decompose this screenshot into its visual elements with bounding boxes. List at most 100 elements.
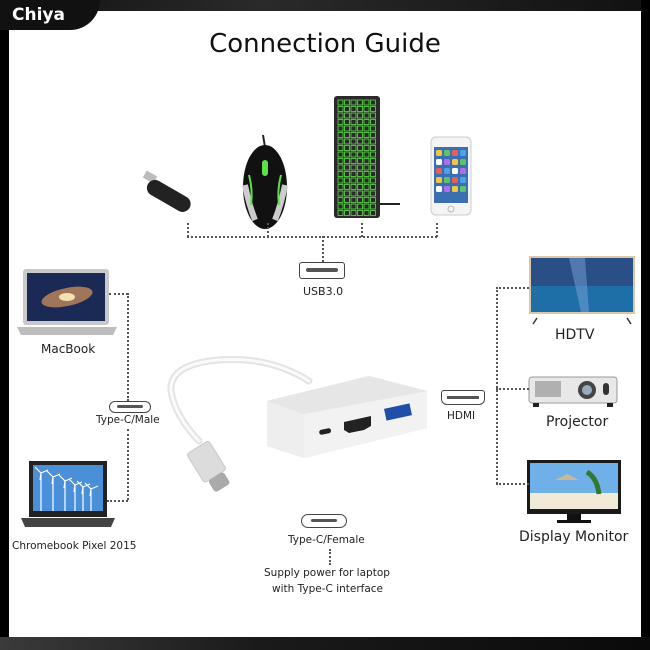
keyboard-key [350, 145, 357, 151]
app-icon [452, 150, 458, 156]
keyboard-key [370, 190, 376, 197]
keyboard-key [370, 158, 376, 164]
keyboard-key [363, 190, 370, 197]
right-link-v [496, 287, 498, 484]
app-icon [444, 186, 450, 192]
keyboard-key [344, 119, 350, 125]
keyboard-key [344, 125, 350, 132]
keyboard-key [370, 210, 376, 216]
projector-label: Projector [546, 414, 609, 430]
keyboard-key [350, 119, 357, 125]
keyboard-key [363, 125, 370, 132]
keyboard-key [370, 112, 376, 119]
keyboard-key [370, 177, 376, 184]
wind-turbine [76, 480, 91, 511]
frame-top [0, 0, 650, 11]
usb-port-label: USB3.0 [303, 285, 344, 298]
usb-bus-line [187, 236, 437, 238]
keyboard-key [363, 203, 370, 210]
keyboard-key [350, 197, 357, 203]
app-icon [444, 177, 450, 183]
keyboard-key [337, 112, 344, 119]
keyboard-key [350, 210, 357, 216]
page-title: Connection Guide [209, 29, 441, 59]
keyboard-key [363, 158, 370, 164]
app-icon [436, 177, 442, 183]
projector-icon [528, 376, 618, 407]
frame-left [0, 0, 9, 650]
keyboard-key [344, 203, 350, 210]
keyboard-key [344, 145, 350, 151]
keyboard-key [370, 197, 376, 203]
keyboard-key [350, 151, 357, 158]
frame-bottom [0, 637, 650, 650]
keyboard-key [363, 119, 370, 125]
keyboard-key [370, 106, 376, 112]
app-icon [452, 168, 458, 174]
keyboard-key [350, 112, 357, 119]
keyboard-key [357, 145, 363, 151]
keyboard-key [357, 164, 363, 171]
keyboard-key [350, 177, 357, 184]
app-icon [460, 186, 466, 192]
keyboard-key [357, 106, 363, 112]
usb-drop-flash [187, 223, 189, 237]
monitor-link-h [496, 483, 529, 485]
wind-turbine [34, 466, 49, 511]
hdmi-port-icon [441, 390, 485, 405]
keyboard-key [344, 184, 350, 190]
app-icon [444, 159, 450, 165]
keyboard-key [363, 210, 370, 216]
keyboard-key [357, 119, 363, 125]
type-c-female-label: Type-C/Female [288, 534, 365, 546]
keyboard-key [344, 210, 350, 216]
chromebook-link-h [107, 500, 128, 502]
keyboard-key [337, 99, 344, 106]
power-note-line2: with Type-C interface [272, 583, 384, 595]
keyboard-key [337, 119, 344, 125]
keyboard-key [363, 138, 370, 145]
app-icon [460, 150, 466, 156]
keyboard-key [337, 203, 344, 210]
keyboard-key [370, 99, 376, 106]
keyboard-key [363, 151, 370, 158]
left-link-v-top [127, 293, 129, 401]
keyboard-key [337, 190, 344, 197]
keyboard-key [350, 164, 357, 171]
keyboard-key [357, 203, 363, 210]
macbook-label: MacBook [41, 342, 96, 356]
keyboard-key [337, 177, 344, 184]
app-icon [436, 159, 442, 165]
gaming-mouse-icon [242, 134, 288, 229]
keyboard-key [357, 197, 363, 203]
keyboard-key [357, 158, 363, 164]
app-icon [436, 186, 442, 192]
keyboard-key [344, 106, 350, 112]
usb-flash-drive-icon [142, 170, 191, 212]
usb-drop-keyboard [361, 223, 363, 237]
keyboard-key [337, 132, 344, 138]
keyboard-key [357, 99, 363, 106]
keyboard-key [370, 171, 376, 177]
app-icon [444, 168, 450, 174]
left-link-v-bottom [127, 429, 129, 500]
keyboard-key [344, 112, 350, 119]
frame-right [641, 0, 650, 650]
keyboard-key [337, 138, 344, 145]
keyboard-key [357, 177, 363, 184]
keyboard-key [350, 138, 357, 145]
keyboard-key [370, 138, 376, 145]
app-icon [444, 150, 450, 156]
keyboard-key [344, 99, 350, 106]
keyboard-key [370, 125, 376, 132]
keyboard-key [344, 151, 350, 158]
keyboard-key [350, 158, 357, 164]
wind-turbine [46, 470, 61, 511]
app-icon [460, 177, 466, 183]
backlit-keyboard-icon [334, 96, 400, 218]
type-c-male-port-icon [109, 401, 151, 413]
keyboard-key [337, 158, 344, 164]
keyboard-key [344, 197, 350, 203]
brand-tab: Chiya [0, 0, 100, 30]
keyboard-key [357, 190, 363, 197]
